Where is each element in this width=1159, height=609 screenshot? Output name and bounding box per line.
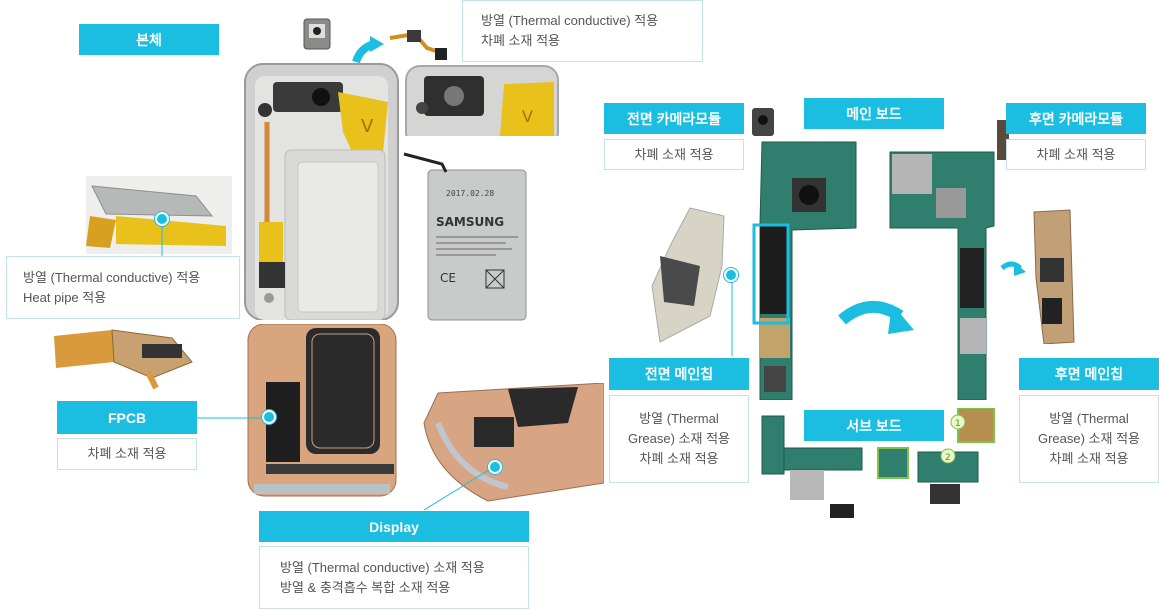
battery-brand: SAMSUNG (436, 215, 504, 229)
battery-date: 2017.02.28 (446, 189, 494, 198)
top-callout-line2: 차폐 소재 적용 (481, 33, 560, 48)
heatpipe-callout-line2: Heat pipe 적용 (23, 289, 107, 305)
phone-body-photo: V (243, 62, 400, 320)
fpcb-callout-text: 차폐 소재 적용 (87, 446, 167, 461)
fpcb-callout: 차폐 소재 적용 (57, 438, 197, 470)
top-callout-line1: 방열 (Thermal conductive) 적용 (481, 13, 659, 28)
display-label: Display (259, 511, 529, 542)
fpcb-photo (52, 322, 200, 390)
display-dot (488, 460, 502, 474)
rear-chip-callout-line1: 방열 (Thermal (1049, 411, 1129, 426)
svg-text:V: V (522, 107, 533, 126)
display-callout: 방열 (Thermal conductive) 소재 적용 방열 & 충격흡수 … (259, 546, 529, 609)
front-camera-callout-text: 차폐 소재 적용 (634, 146, 714, 162)
front-chip-callout-line1: 방열 (Thermal (639, 411, 719, 426)
display-callout-line1: 방열 (Thermal conductive) 소재 적용 (280, 559, 485, 575)
rear-camera-callout: 차폐 소재 적용 (1006, 139, 1146, 170)
rear-chip-callout-line3: 차폐 소재 적용 (1049, 451, 1129, 466)
svg-text:V: V (361, 116, 374, 137)
display-photo (246, 324, 398, 498)
rear-chip-callout: 방열 (Thermal Grease) 소재 적용 차폐 소재 적용 (1019, 395, 1159, 483)
battery-photo: 2017.02.28 SAMSUNG CE (402, 150, 530, 322)
top-callout: 방열 (Thermal conductive) 적용 차폐 소재 적용 (462, 0, 703, 62)
front-chip-shield-photo (650, 206, 730, 344)
main-board-label: 메인 보드 (804, 98, 944, 129)
front-camera-module-photo (750, 104, 778, 140)
front-chip-callout: 방열 (Thermal Grease) 소재 적용 차폐 소재 적용 (609, 395, 749, 483)
main-board-photo (752, 138, 862, 400)
heatpipe-callout: 방열 (Thermal conductive) 적용 Heat pipe 적용 (6, 256, 240, 319)
fpcb-label: FPCB (57, 401, 197, 434)
heatpipe-dot (155, 212, 169, 226)
body-label: 본체 (79, 24, 219, 55)
sub-board-label: 서브 보드 (804, 410, 944, 441)
flex-cable-photo (385, 28, 450, 64)
rear-camera-callout-text: 차폐 소재 적용 (1036, 146, 1116, 162)
display-edge-photo (418, 383, 604, 505)
phone-back-photo: V (404, 64, 560, 136)
front-camera-label: 전면 카메라모듈 (604, 103, 744, 134)
front-chip-dot (724, 268, 738, 282)
front-chip-callout-line2: Grease) 소재 적용 (627, 431, 731, 446)
front-chip-callout-line3: 차폐 소재 적용 (639, 451, 719, 466)
front-camera-photo (303, 18, 331, 50)
sub-board-photo (758, 408, 1000, 524)
rear-chip-label: 후면 메인칩 (1019, 358, 1159, 390)
rear-board-photo (886, 148, 998, 400)
rear-chip-callout-line2: Grease) 소재 적용 (1037, 431, 1141, 446)
display-callout-line2: 방열 & 충격흡수 복합 소재 적용 (280, 579, 451, 595)
rear-camera-label: 후면 카메라모듈 (1006, 103, 1146, 134)
svg-text:CE: CE (440, 271, 456, 285)
fpcb-dot (262, 410, 276, 424)
front-chip-label: 전면 메인칩 (609, 358, 749, 390)
heatpipe-callout-line1: 방열 (Thermal conductive) 적용 (23, 269, 201, 285)
front-camera-callout: 차폐 소재 적용 (604, 139, 744, 170)
rear-chip-shield-photo (1030, 208, 1078, 344)
